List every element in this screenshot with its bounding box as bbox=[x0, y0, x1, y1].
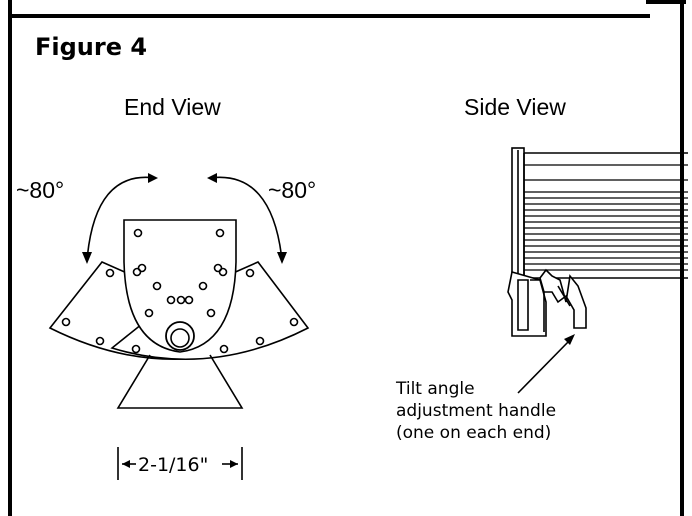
tilt-handle-callout: Tilt angle adjustment handle (one on eac… bbox=[396, 378, 556, 444]
figure-title: Figure 4 bbox=[35, 33, 148, 61]
left-tilt-angle-label: ~80° bbox=[16, 177, 65, 203]
end-view-title: End View bbox=[124, 94, 221, 120]
callout-line: adjustment handle bbox=[396, 401, 557, 421]
right-tilt-angle-label: ~80° bbox=[268, 177, 317, 203]
top-corner-mark bbox=[646, 0, 686, 4]
end-view-drawing bbox=[48, 173, 310, 480]
width-dimension-label: 2-1/16" bbox=[138, 454, 209, 476]
side-view-drawing bbox=[507, 147, 688, 394]
callout-line: (one on each end) bbox=[396, 423, 552, 443]
callout-line: Tilt angle bbox=[396, 379, 475, 399]
side-view-title: Side View bbox=[464, 94, 566, 120]
